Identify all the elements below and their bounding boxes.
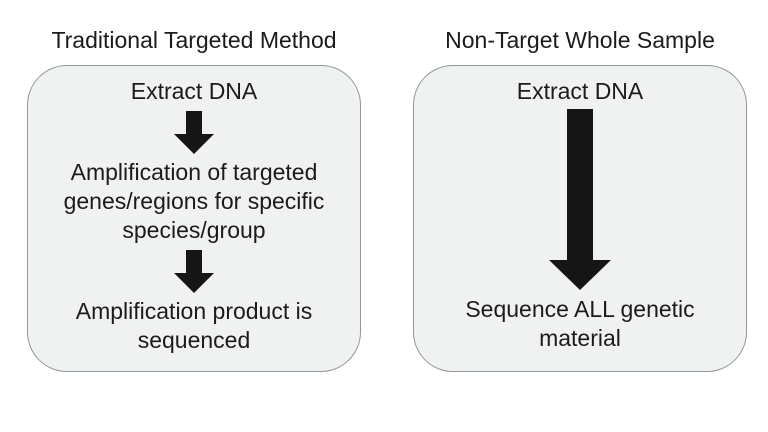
- panel-non-target-whole-sample: Non-Target Whole Sample Extract DNA Sequ…: [413, 26, 747, 372]
- flow-step-extract-dna: Extract DNA: [130, 78, 258, 104]
- flow-box: Extract DNA Sequence ALL genetic materia…: [413, 65, 747, 372]
- flow-step-product-sequenced: Amplification product is sequenced: [75, 298, 313, 353]
- flow-step-extract-dna: Extract DNA: [516, 78, 644, 104]
- panel-title: Traditional Targeted Method: [51, 27, 337, 53]
- short-down-arrow-icon: [174, 250, 214, 293]
- long-down-arrow-icon: [549, 109, 611, 290]
- flow-box: Extract DNA Amplification of targeted ge…: [27, 65, 361, 372]
- panel-title: Non-Target Whole Sample: [445, 27, 715, 53]
- short-down-arrow-icon: [174, 111, 214, 154]
- panel-traditional-targeted-method: Traditional Targeted Method Extract DNA …: [27, 26, 361, 372]
- flow-step-amplification-targeted: Amplification of targeted genes/regions …: [63, 159, 325, 243]
- flow-step-sequence-all: Sequence ALL genetic material: [465, 296, 695, 351]
